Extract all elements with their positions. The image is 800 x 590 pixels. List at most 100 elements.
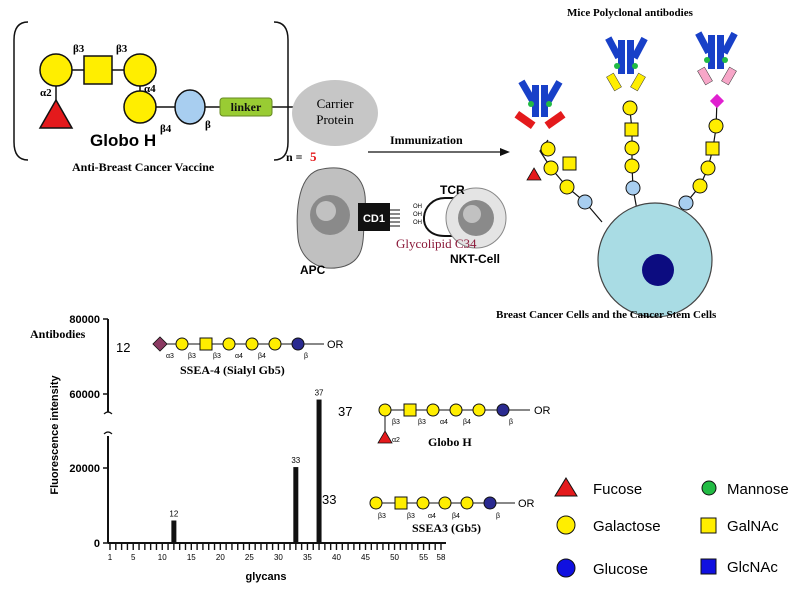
n-label: n = — [286, 150, 303, 164]
vaccine-caption: Anti-Breast Cancer Vaccine — [72, 160, 215, 174]
antibody-right — [695, 31, 738, 86]
galnac-icon — [83, 55, 113, 85]
link-label: α2 — [392, 437, 400, 444]
x-tick-label: 20 — [216, 553, 225, 562]
legend-label: Mannose — [727, 481, 789, 498]
fucose-icon — [526, 167, 542, 181]
oh-label: OH — [413, 204, 422, 210]
x-tick-label: 58 — [437, 553, 446, 562]
fucose-icon — [554, 477, 578, 497]
cancer-cell-nucleus — [642, 254, 674, 286]
link-label: β — [496, 513, 500, 520]
cancer-cell-panel: Mice Polyclonal antibodies — [496, 7, 738, 321]
legend-label: Galactose — [593, 518, 661, 535]
y-axis-label: Fluorescence intensity — [49, 375, 61, 495]
link-label: β3 — [213, 353, 221, 360]
bar-label: 33 — [291, 456, 300, 465]
link-label: β3 — [378, 513, 386, 520]
cd1-label: CD1 — [363, 213, 385, 225]
n-value: 5 — [310, 149, 317, 164]
axis-break-mark — [103, 431, 113, 435]
apc-label: APC — [300, 263, 326, 277]
galactose-icon — [708, 118, 724, 134]
legend-label: Glucose — [593, 561, 648, 578]
glycan-end: OR — [518, 498, 535, 510]
axis-break-mark — [103, 411, 113, 415]
carrier-label: Protein — [316, 112, 354, 127]
galactose-icon — [559, 179, 575, 195]
legend: Fucose Galactose Glucose Mannose GalNAc … — [554, 477, 789, 578]
x-tick-label: 10 — [158, 553, 167, 562]
y-tick-label: 80000 — [69, 314, 100, 326]
link-label: β3 — [116, 43, 128, 55]
galnac-icon — [199, 337, 213, 351]
tcr-label: TCR — [440, 183, 465, 197]
bar-label: 12 — [169, 510, 178, 519]
galactose-icon — [438, 496, 452, 510]
glucose-icon — [577, 194, 593, 210]
oh-label: OH — [413, 220, 422, 226]
galactose-icon — [460, 496, 474, 510]
vaccine-name: Globo H — [90, 131, 156, 150]
galactose-icon — [449, 403, 463, 417]
link-label: β3 — [418, 419, 426, 426]
callout-label: 33 — [322, 492, 336, 507]
galnac-icon — [562, 156, 577, 171]
x-tick-label: 5 — [131, 553, 136, 562]
cells-caption: Breast Cancer Cells and the Cancer Stem … — [496, 309, 717, 321]
link-label: β — [205, 119, 211, 131]
fucose-icon — [377, 430, 393, 444]
link-label: α3 — [166, 353, 174, 360]
galnac-icon — [705, 141, 720, 156]
galactose-icon — [472, 403, 486, 417]
legend-label: GalNAc — [727, 518, 779, 535]
link-label: β3 — [407, 513, 415, 520]
galactose-icon — [692, 178, 708, 194]
bar — [171, 520, 177, 543]
bar — [316, 399, 322, 543]
glycan-end: OR — [327, 339, 344, 351]
glucose-icon — [556, 558, 576, 578]
bar-label: 37 — [315, 389, 324, 398]
carrier-protein — [292, 80, 378, 146]
galnac-icon — [403, 403, 417, 417]
sialic-acid-icon — [709, 93, 725, 109]
carrier-label: Carrier — [317, 96, 354, 111]
x-tick-label: 25 — [245, 553, 254, 562]
mannose-icon — [701, 480, 717, 496]
galactose-icon — [700, 160, 716, 176]
link-label: β4 — [258, 353, 266, 360]
galactose-icon — [245, 337, 259, 351]
galactose-icon — [543, 160, 559, 176]
bar — [293, 467, 299, 543]
link-label: β — [509, 419, 513, 426]
immunization-label: Immunization — [390, 133, 463, 147]
linker-box — [219, 97, 273, 117]
galactose-icon — [622, 100, 638, 116]
galactose-icon — [556, 515, 576, 535]
cd1-molecule — [358, 203, 390, 231]
vaccine-panel: linker β3 β3 α2 α4 β4 β Globo H Anti-Bre… — [13, 21, 378, 174]
antibody-left — [514, 79, 566, 130]
x-axis-label: glycans — [246, 571, 287, 583]
glucose-icon — [483, 496, 497, 510]
glucose-icon — [496, 403, 510, 417]
link-label: α2 — [40, 87, 52, 99]
galnac-icon — [624, 122, 639, 137]
glucose-icon — [291, 337, 305, 351]
link-label: β4 — [463, 419, 471, 426]
glycan-ssea4: OR α3 β3 β3 α4 β4 β SSEA-4 (Sialyl Gb5) — [152, 336, 344, 377]
glycan-name: SSEA-4 (Sialyl Gb5) — [180, 363, 285, 377]
link-label: β4 — [160, 123, 172, 135]
galnac-icon — [394, 496, 408, 510]
galactose-icon — [39, 53, 73, 87]
glcnac-icon — [700, 558, 717, 575]
galactose-icon — [624, 158, 640, 174]
x-tick-label: 55 — [419, 553, 428, 562]
link-label: β3 — [392, 419, 400, 426]
link-label: α4 — [144, 83, 156, 95]
galactose-icon — [378, 403, 392, 417]
x-tick-label: 50 — [390, 553, 399, 562]
sialic-acid-icon — [152, 336, 168, 352]
